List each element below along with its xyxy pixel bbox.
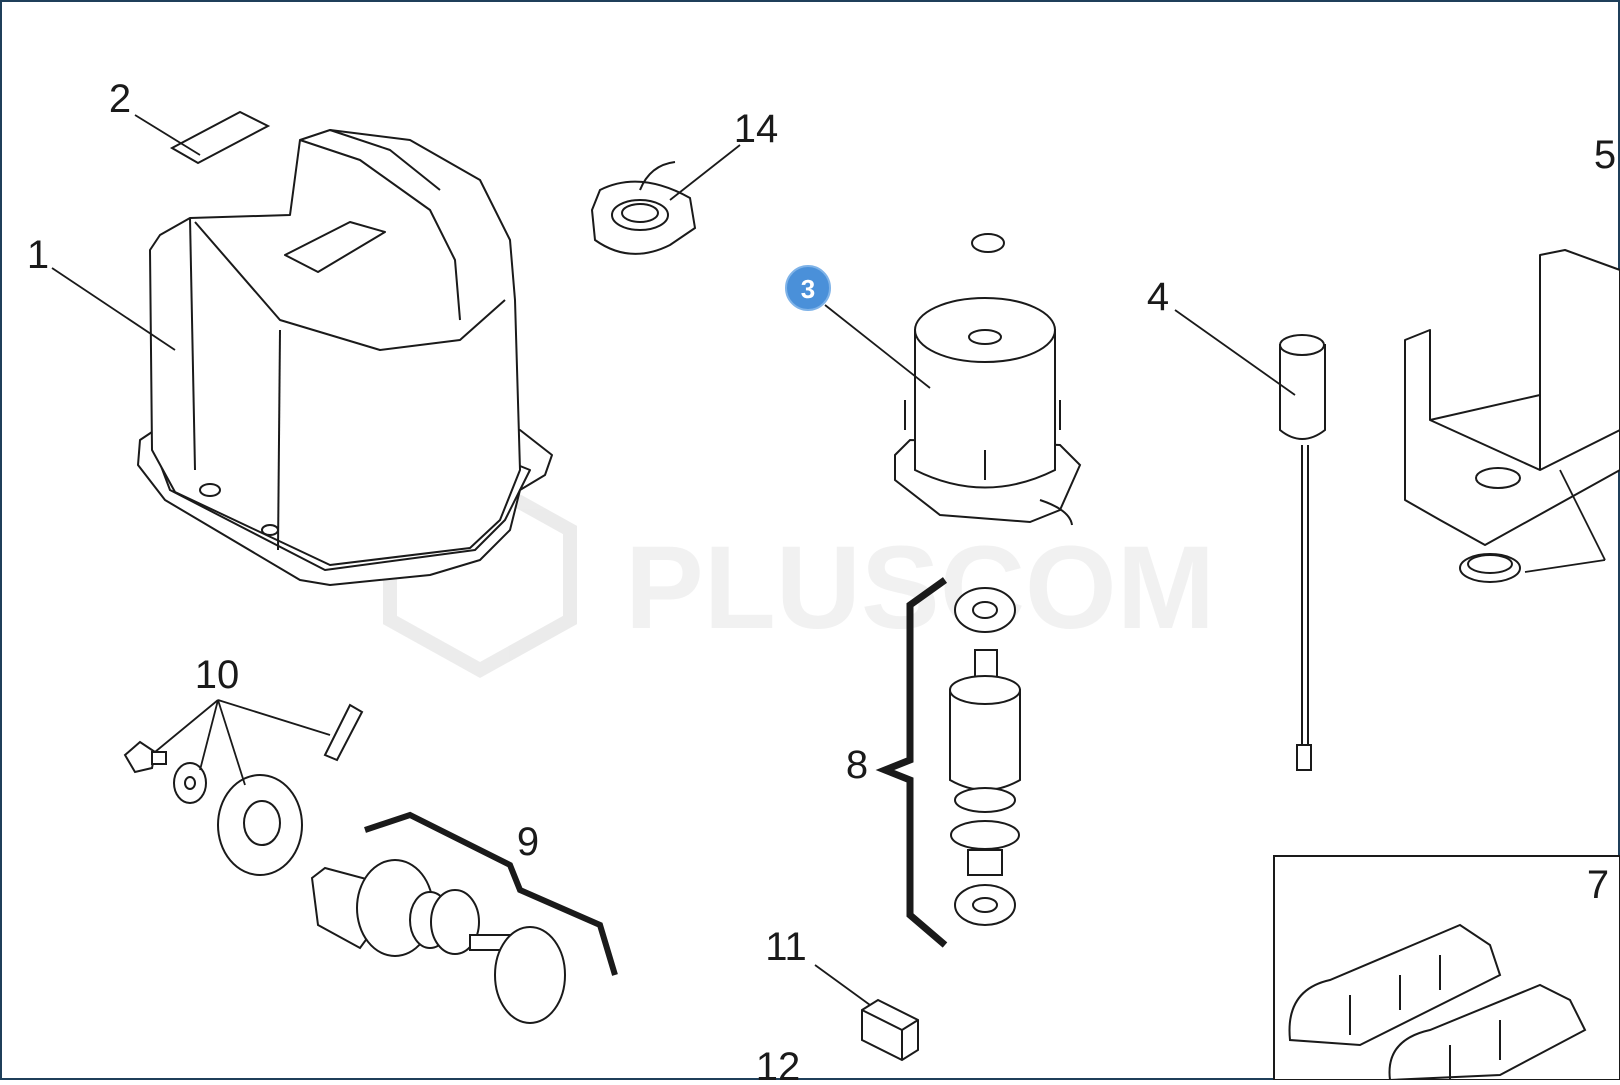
part-1-cover[interactable] [137,129,553,586]
part-11-connector[interactable] [861,998,919,1062]
callout-10: 10 [195,653,240,697]
part-4-capacitor[interactable] [1279,334,1326,771]
part-9-brace [364,811,618,976]
callout-3-badge[interactable] [785,265,831,311]
callout-12: 12 [756,1045,801,1080]
part-7-gate-stoppers[interactable] [1288,923,1587,1082]
callout-14: 14 [734,107,779,151]
part-8-brace [875,577,948,948]
part-5-bracket[interactable] [1404,249,1620,583]
callout-7: 7 [1587,863,1609,907]
callout-9: 9 [517,820,539,864]
part-14-sensor-ring[interactable] [590,161,697,255]
part-2-label-plate[interactable] [169,110,271,165]
callout-2: 2 [109,77,131,121]
callout-1: 1 [27,233,49,277]
part-10-hardware[interactable] [123,703,364,876]
callout-8: 8 [846,743,868,787]
callout-5: 5 [1594,133,1616,177]
callout-4: 4 [1147,275,1169,319]
part-9-gear-shaft[interactable] [310,859,566,1024]
callout-11: 11 [765,925,807,969]
leader-lines [51,114,1606,1006]
watermark-text: PLUSCOM [625,522,1215,654]
part-3-motor[interactable] [894,233,1082,526]
part-8-rotor-assembly[interactable] [949,587,1021,926]
callout-3: 3 [801,274,815,304]
